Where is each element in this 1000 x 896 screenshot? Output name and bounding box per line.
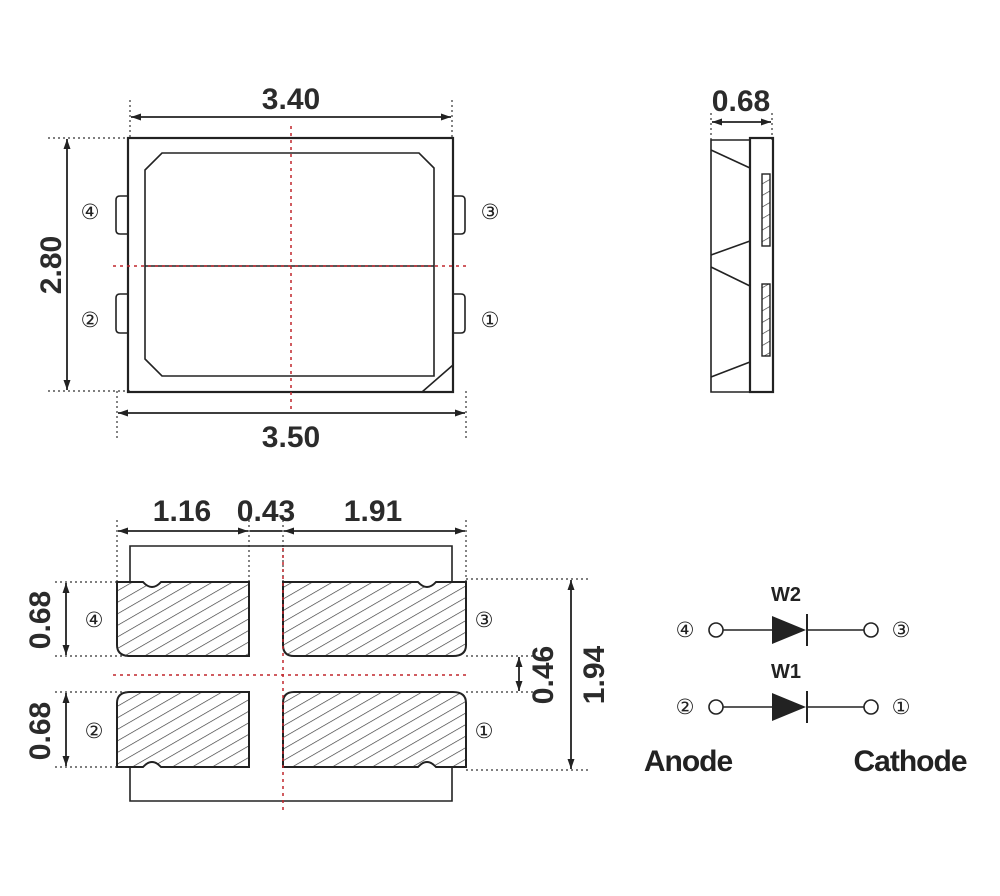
- pad-2: [116, 691, 250, 768]
- pad-pin-label-1: ①: [475, 719, 494, 743]
- pin-tab: [453, 293, 466, 334]
- pad-pin-label-2: ②: [85, 719, 104, 743]
- pad-4: [116, 581, 250, 657]
- dim-pad-height-bottom-label: 0.68: [24, 702, 57, 760]
- pad-3: [282, 581, 467, 657]
- circuit-diagram: W2 ④ ③ W1 ② ① Anode Cathode: [644, 584, 968, 778]
- dim-top-width-label: 3.40: [262, 83, 320, 116]
- anode-label: Anode: [644, 745, 733, 778]
- dim-pad-right-label: 1.91: [344, 495, 402, 528]
- side-lens: [710, 139, 750, 393]
- package-outline-top: [129, 545, 453, 582]
- dim-pad-row-gap-label: 0.46: [527, 646, 560, 704]
- lens-cavity: [144, 152, 435, 377]
- dim-height-label: 2.80: [35, 236, 68, 294]
- terminal-circle: [863, 699, 879, 715]
- dim-bottom-width-label: 3.50: [262, 421, 320, 454]
- pin-tab: [453, 195, 466, 235]
- terminal-circle: [708, 699, 724, 715]
- diode-label-w1: W1: [771, 661, 801, 683]
- pad-1: [282, 691, 467, 768]
- terminal-circle: [708, 622, 724, 638]
- pin-label-3: ③: [481, 200, 500, 224]
- dim-thickness-label: 0.68: [712, 85, 770, 118]
- side-leadframe-upper: [761, 173, 771, 247]
- polarity-mark: [421, 364, 454, 393]
- side-lens-edge: [710, 149, 751, 378]
- top-view: 3.40 3.50 2.80 ④ ② ③ ①: [35, 83, 499, 454]
- pin-tab: [115, 195, 128, 235]
- pin-label-2: ②: [81, 308, 100, 332]
- diode-label-w2: W2: [771, 584, 801, 606]
- circuit-pin-1: ①: [892, 695, 911, 719]
- dim-pad-height-top-label: 0.68: [24, 591, 57, 649]
- circuit-pin-3: ③: [892, 618, 911, 642]
- pad-pin-label-4: ④: [85, 608, 104, 632]
- circuit-pin-2: ②: [676, 695, 695, 719]
- dim-pad-left-label: 1.16: [153, 495, 211, 528]
- side-view: 0.68: [710, 85, 775, 394]
- pad-layout-view: 1.16 0.43 1.91 0.68 0.68 0.46 1.94 ④: [24, 495, 611, 810]
- side-housing: [748, 136, 775, 394]
- dim-total-height-label: 1.94: [578, 645, 611, 704]
- pin-tab: [115, 293, 128, 334]
- side-lens-divider: [710, 240, 751, 287]
- pin-label-1: ①: [481, 308, 500, 332]
- dim-pad-gap-label: 0.43: [237, 495, 295, 528]
- circuit-pin-4: ④: [676, 618, 695, 642]
- cathode-label: Cathode: [854, 745, 967, 778]
- diode-w2-triangle: [772, 616, 806, 644]
- side-leadframe-lower: [761, 283, 771, 357]
- pin-label-4: ④: [81, 200, 100, 224]
- terminal-circle: [863, 622, 879, 638]
- diode-w1-triangle: [772, 693, 806, 721]
- package-outline-bottom: [129, 767, 453, 802]
- pad-pin-label-3: ③: [475, 608, 494, 632]
